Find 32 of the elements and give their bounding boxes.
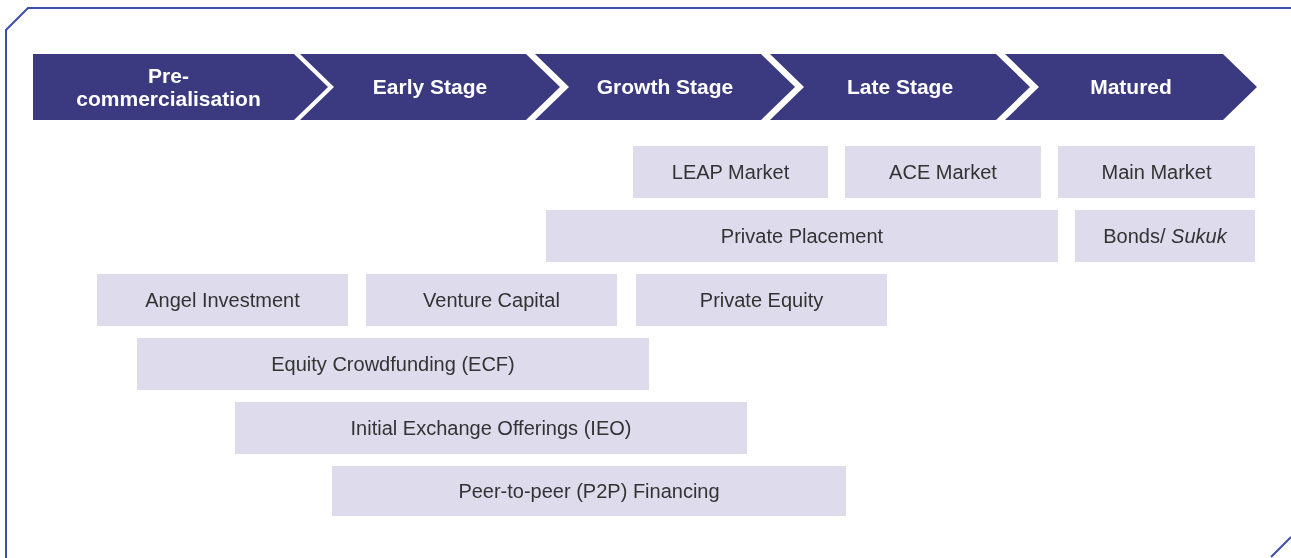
funding-bar: [636, 274, 887, 326]
funding-label: Initial Exchange Offerings (IEO): [350, 416, 632, 440]
funding-label: Peer-to-peer (P2P) Financing: [458, 479, 720, 503]
funding-bar: [633, 146, 828, 198]
funding-label: ACE Market: [889, 160, 997, 184]
funding-label: Private Equity: [699, 288, 824, 312]
stage-label: Matured: [1090, 75, 1172, 99]
funding-bar: [1058, 146, 1255, 198]
funding-label: Bonds/ Sukuk: [1103, 224, 1227, 248]
stage-header: [300, 54, 560, 120]
stage-header: [1005, 54, 1257, 120]
stage-label: Growth Stage: [596, 75, 734, 99]
funding-bar: [97, 274, 348, 326]
funding-label: Private Placement: [720, 224, 884, 248]
funding-bar: [235, 402, 747, 454]
funding-label: Venture Capital: [423, 288, 560, 312]
stage-label: Pre-commercialisation: [75, 63, 262, 111]
funding-bar: [1075, 210, 1255, 262]
funding-bar: [137, 338, 649, 390]
funding-bar: [845, 146, 1041, 198]
funding-bar: [366, 274, 617, 326]
funding-bar: [332, 466, 846, 516]
funding-bar: [546, 210, 1058, 262]
funding-label: Main Market: [1101, 160, 1212, 184]
funding-label: LEAP Market: [671, 160, 790, 184]
stage-header: [770, 54, 1030, 120]
stage-header: [33, 54, 328, 120]
stage-label: Early Stage: [372, 75, 488, 99]
stage-label: Late Stage: [846, 75, 954, 99]
funding-label: Equity Crowdfunding (ECF): [271, 352, 515, 376]
stage-header: [535, 54, 795, 120]
funding-label: Angel Investment: [145, 288, 300, 312]
